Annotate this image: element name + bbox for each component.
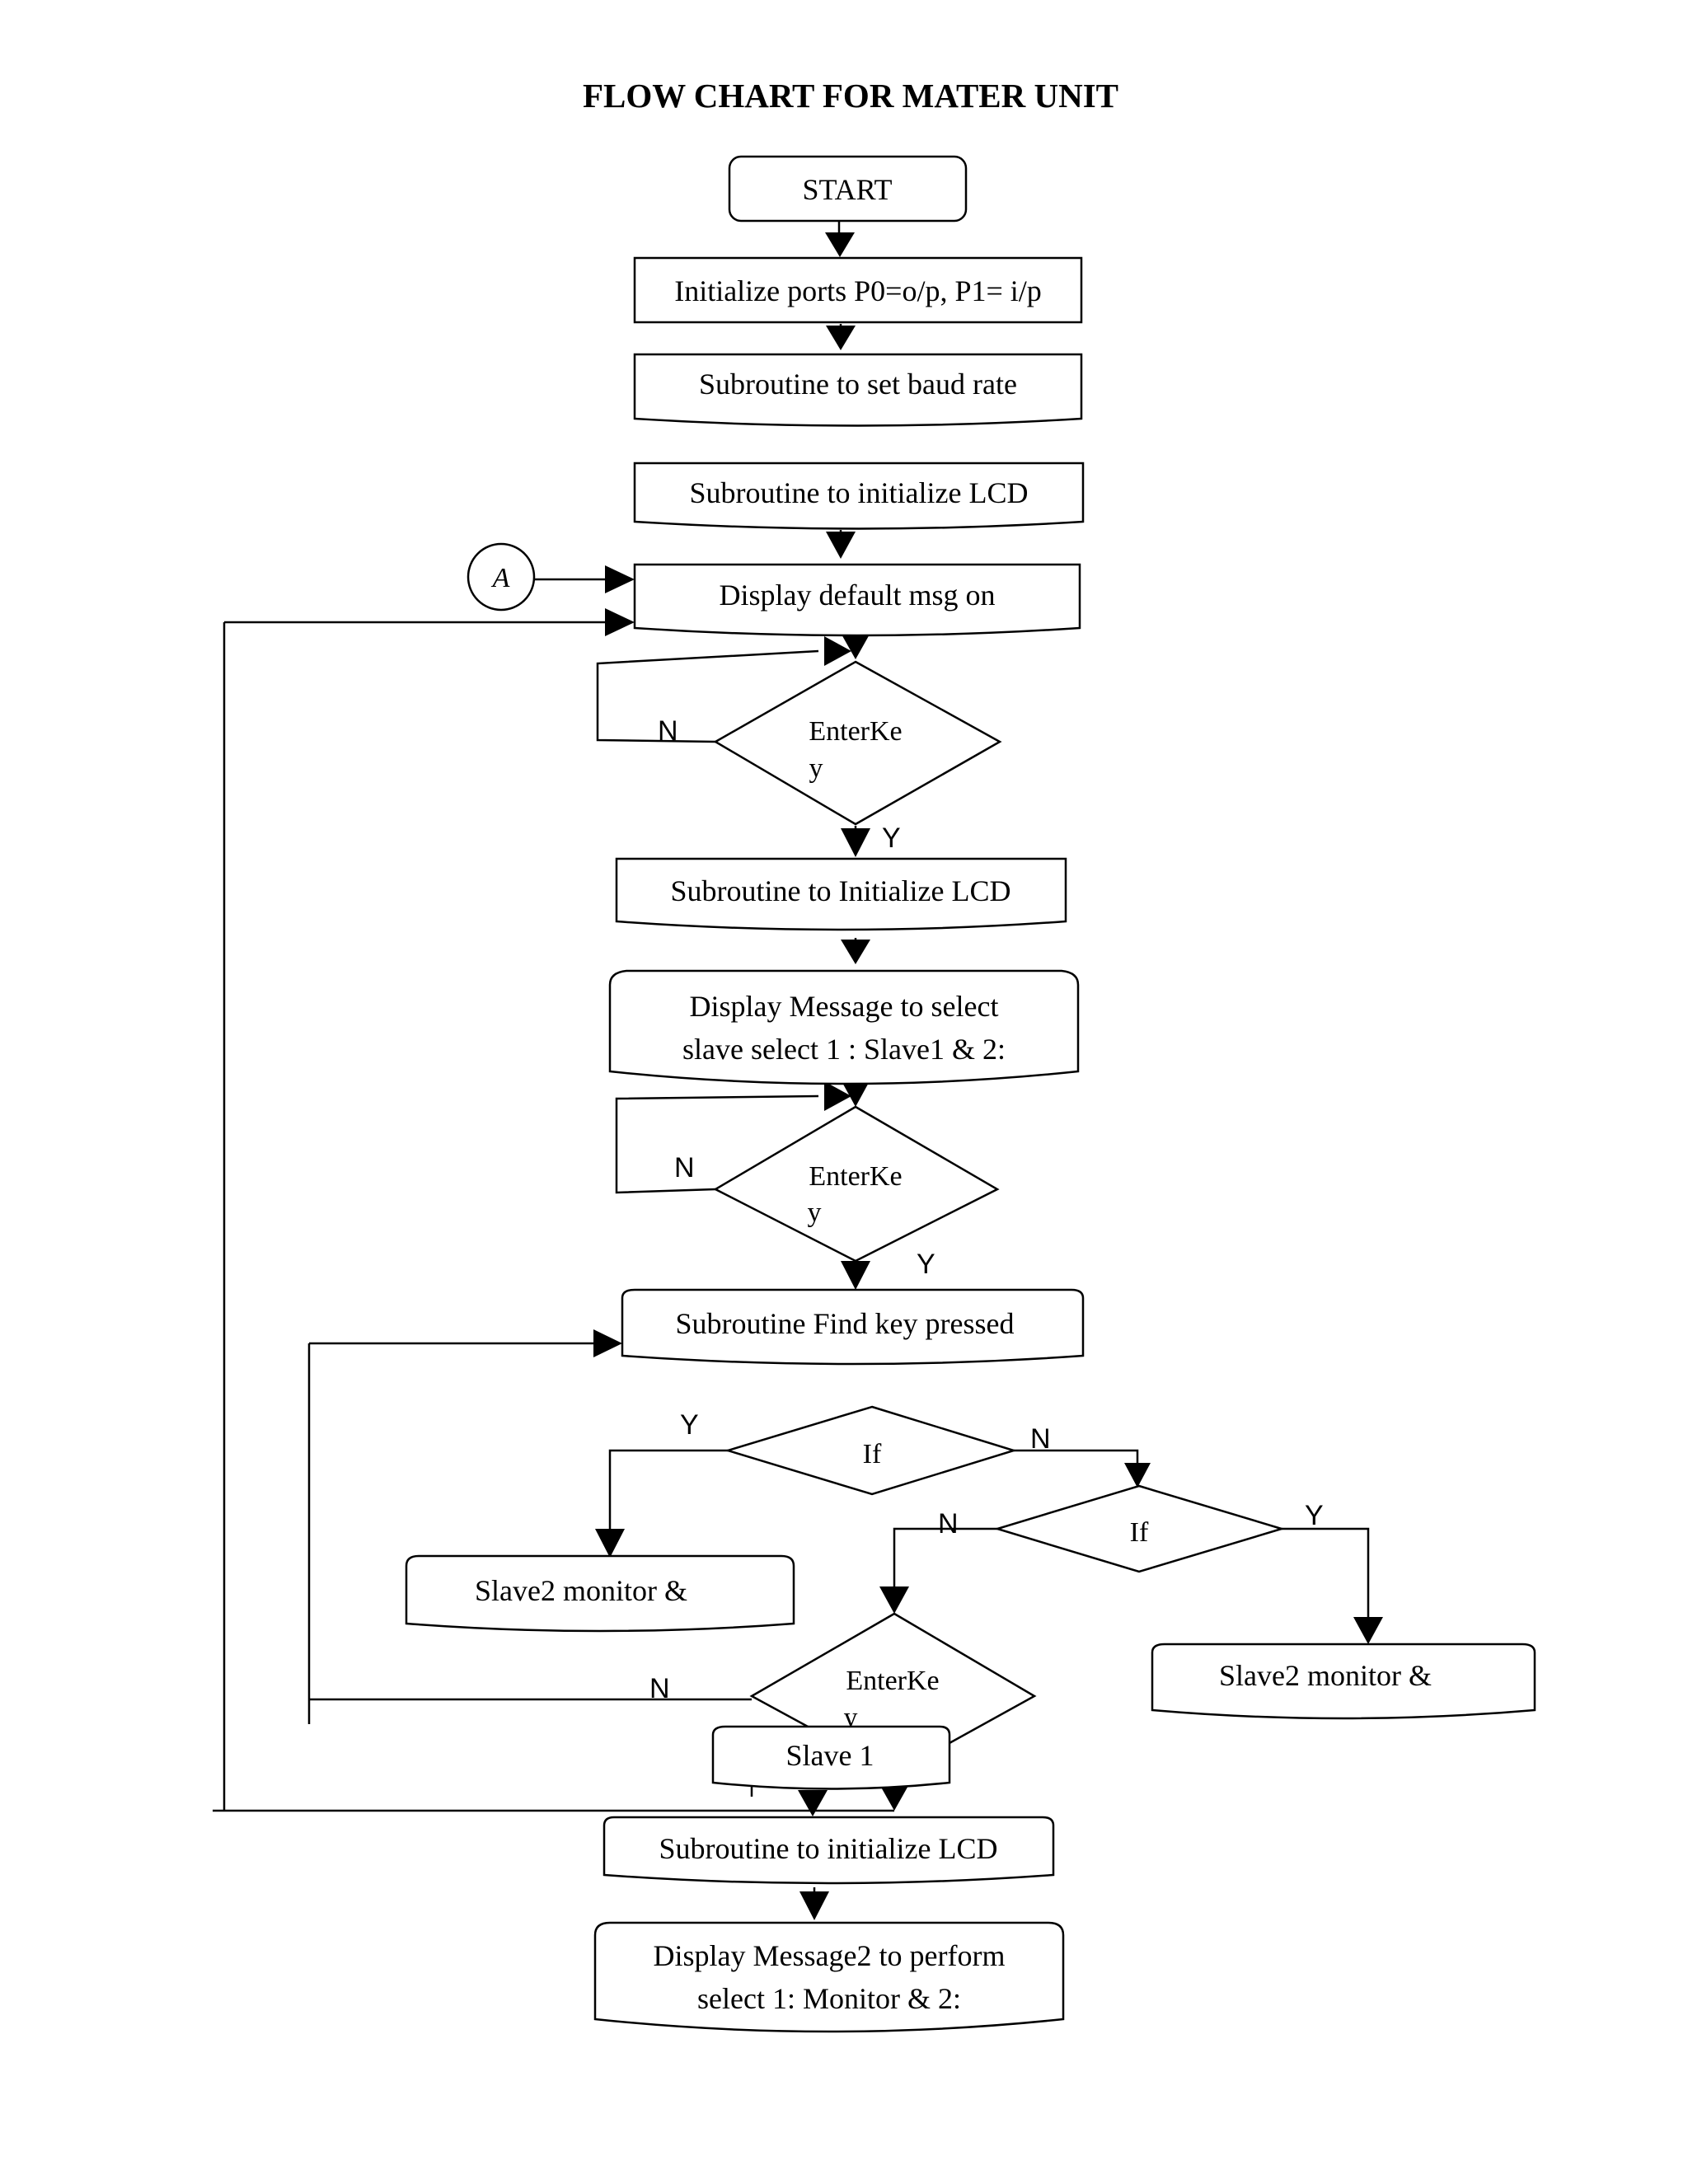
enter-key-2-line2: y — [808, 1197, 822, 1228]
init-lcd-1-label: Subroutine to initialize LCD — [690, 476, 1029, 509]
edge-label-y3: Y — [680, 1409, 699, 1441]
slave2-right-node — [1151, 1643, 1536, 1720]
msg2-line1: Display Message2 to perform — [654, 1939, 1006, 1972]
edge-label-n3: N — [1030, 1423, 1051, 1455]
init-lcd-2-label: Subroutine to Initialize LCD — [671, 874, 1011, 907]
init-lcd-3-label: Subroutine to initialize LCD — [659, 1832, 998, 1865]
if-1-label: If — [863, 1439, 882, 1469]
select-msg-line2: slave select 1 : Slave1 & 2: — [682, 1033, 1006, 1066]
slave2-left-label: Slave2 monitor & — [475, 1574, 687, 1607]
set-baud-node — [633, 353, 1083, 427]
init-lcd-2-node — [615, 857, 1067, 931]
find-key-label: Subroutine Find key pressed — [676, 1307, 1015, 1340]
set-baud-label: Subroutine to set baud rate — [699, 368, 1017, 401]
slave2-right-label: Slave2 monitor & — [1219, 1659, 1432, 1692]
edge-label-y2: Y — [917, 1249, 935, 1280]
init-lcd-3-node — [603, 1816, 1055, 1885]
edge-label-y4: Y — [1305, 1500, 1324, 1531]
select-msg-node — [608, 969, 1080, 1085]
msg2-node — [593, 1921, 1065, 2033]
if-2-decision — [993, 1484, 1286, 1573]
enter-key-1-line2: y — [809, 753, 823, 784]
enter-key-1-decision — [713, 660, 1002, 826]
enter-key-2-line1: EnterKe — [809, 1161, 902, 1192]
edge-label-n5: N — [649, 1673, 670, 1704]
connector-a — [467, 542, 536, 612]
default-msg-node — [633, 563, 1081, 637]
start-node — [728, 155, 968, 223]
page-title: FLOW CHART FOR MATER UNIT — [583, 77, 1118, 115]
enter-key-1-line1: EnterKe — [809, 716, 902, 747]
init-ports-node — [633, 256, 1083, 324]
init-ports-label: Initialize ports P0=o/p, P1= i/p — [674, 274, 1042, 307]
default-msg-label: Display default msg on — [720, 579, 996, 612]
init-lcd-1-node — [633, 462, 1085, 530]
msg2-line2: select 1: Monitor & 2: — [697, 1982, 961, 2015]
find-key-node — [621, 1288, 1085, 1366]
connector-lines — [213, 221, 1370, 1896]
edge-label-y1: Y — [882, 823, 901, 854]
connector-a-label: A — [491, 563, 510, 593]
if-1-decision — [724, 1405, 1018, 1496]
enter-key-3-line1: EnterKe — [846, 1666, 939, 1696]
enter-key-2-decision — [713, 1105, 1000, 1263]
edge-label-n2: N — [674, 1152, 695, 1183]
if-2-label: If — [1130, 1517, 1149, 1548]
start-label: START — [803, 173, 893, 206]
edge-label-n1: N — [658, 715, 678, 747]
edge-label-n4: N — [938, 1508, 959, 1540]
arrowheads — [593, 232, 1383, 1920]
slave2-left-node — [405, 1554, 795, 1633]
slave1-label: Slave 1 — [786, 1739, 874, 1772]
slave1-node — [711, 1725, 951, 1790]
select-msg-line1: Display Message to select — [690, 990, 999, 1023]
